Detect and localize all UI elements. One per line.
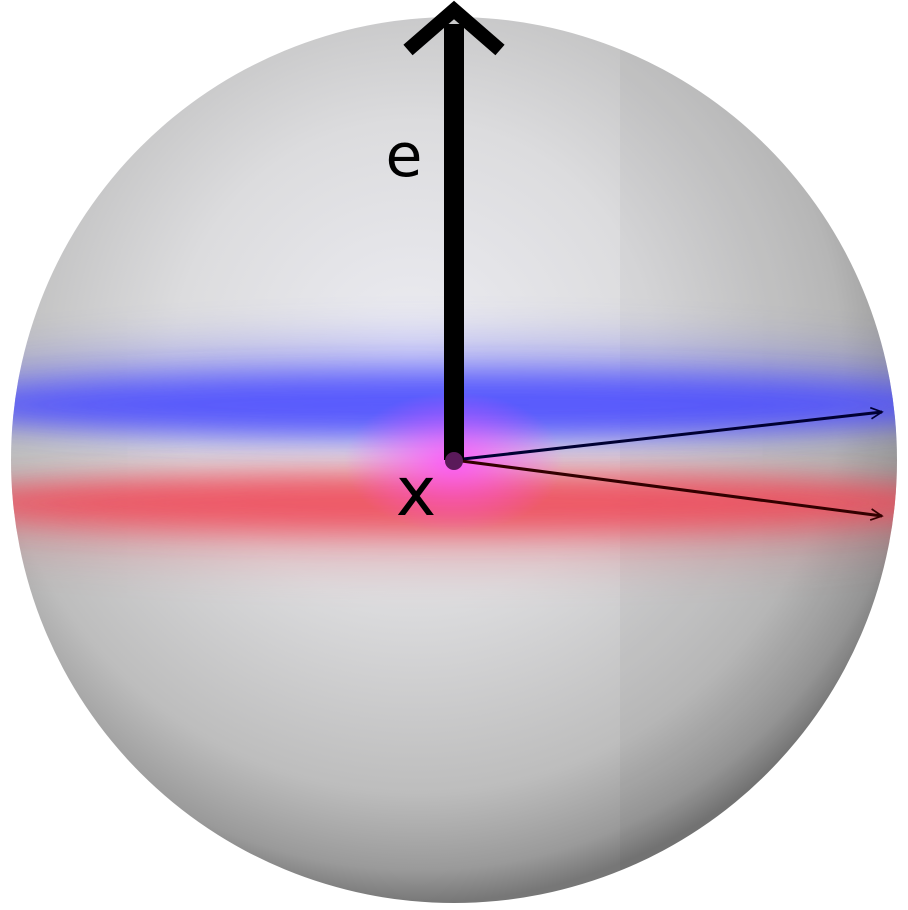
lower-tangent-arrow (453, 458, 882, 516)
upper-tangent-arrow (453, 412, 882, 462)
vector-label: e (386, 121, 423, 191)
point-label: x (396, 453, 436, 532)
point-x-dot (445, 452, 463, 470)
vector-e-arrowhead (403, 0, 505, 56)
sphere-shading (620, 0, 908, 910)
